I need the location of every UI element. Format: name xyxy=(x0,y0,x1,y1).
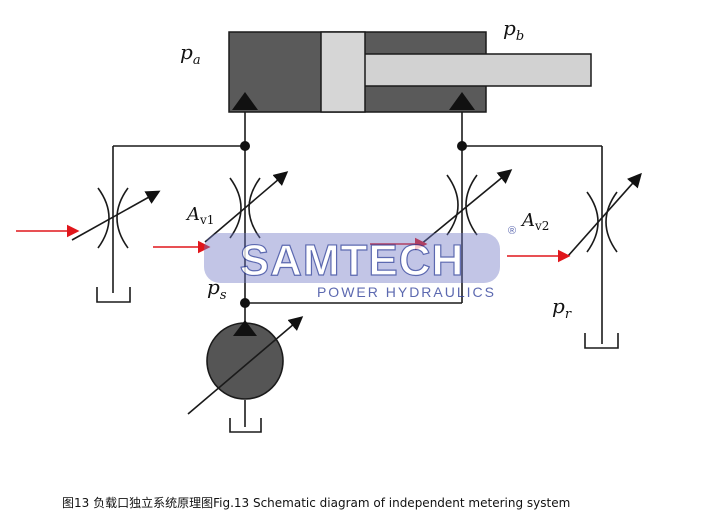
command-arrows xyxy=(16,224,571,263)
variable-orifice-return-right xyxy=(567,172,642,257)
hydraulic-cylinder xyxy=(228,31,592,113)
watermark-registered: ® xyxy=(508,225,516,237)
pump-outlet-triangle xyxy=(233,320,257,336)
figure-caption: 图13 负载口独立系统原理图Fig.13 Schematic diagram o… xyxy=(62,496,571,510)
tank-left xyxy=(96,287,131,303)
label-ps: ps xyxy=(207,275,227,303)
tank-right xyxy=(584,333,619,349)
piston-rod xyxy=(363,53,592,87)
watermark-brand: SAMTECH xyxy=(240,236,465,285)
port-a-triangle xyxy=(232,92,258,110)
label-av1: Av1 xyxy=(185,204,214,227)
label-pb: pb xyxy=(503,16,524,44)
label-pa: pa xyxy=(180,40,201,68)
variable-orifice-tank-left xyxy=(71,187,161,249)
tank-pump xyxy=(229,418,262,433)
port-b-triangle xyxy=(449,92,475,110)
pipe-network xyxy=(112,112,603,427)
variable-pump xyxy=(187,316,304,415)
label-pr: pr xyxy=(552,294,572,322)
tank-symbols xyxy=(96,287,619,433)
watermark-tagline: POWER HYDRAULICS xyxy=(317,284,496,300)
variable-orifice-av1 xyxy=(204,171,289,243)
label-av2: Av2 xyxy=(520,210,549,233)
variable-orifice-av2 xyxy=(419,169,513,246)
junction-dots xyxy=(240,141,467,308)
samtech-watermark: SAMTECH ® POWER HYDRAULICS xyxy=(204,225,516,300)
piston xyxy=(320,31,366,113)
